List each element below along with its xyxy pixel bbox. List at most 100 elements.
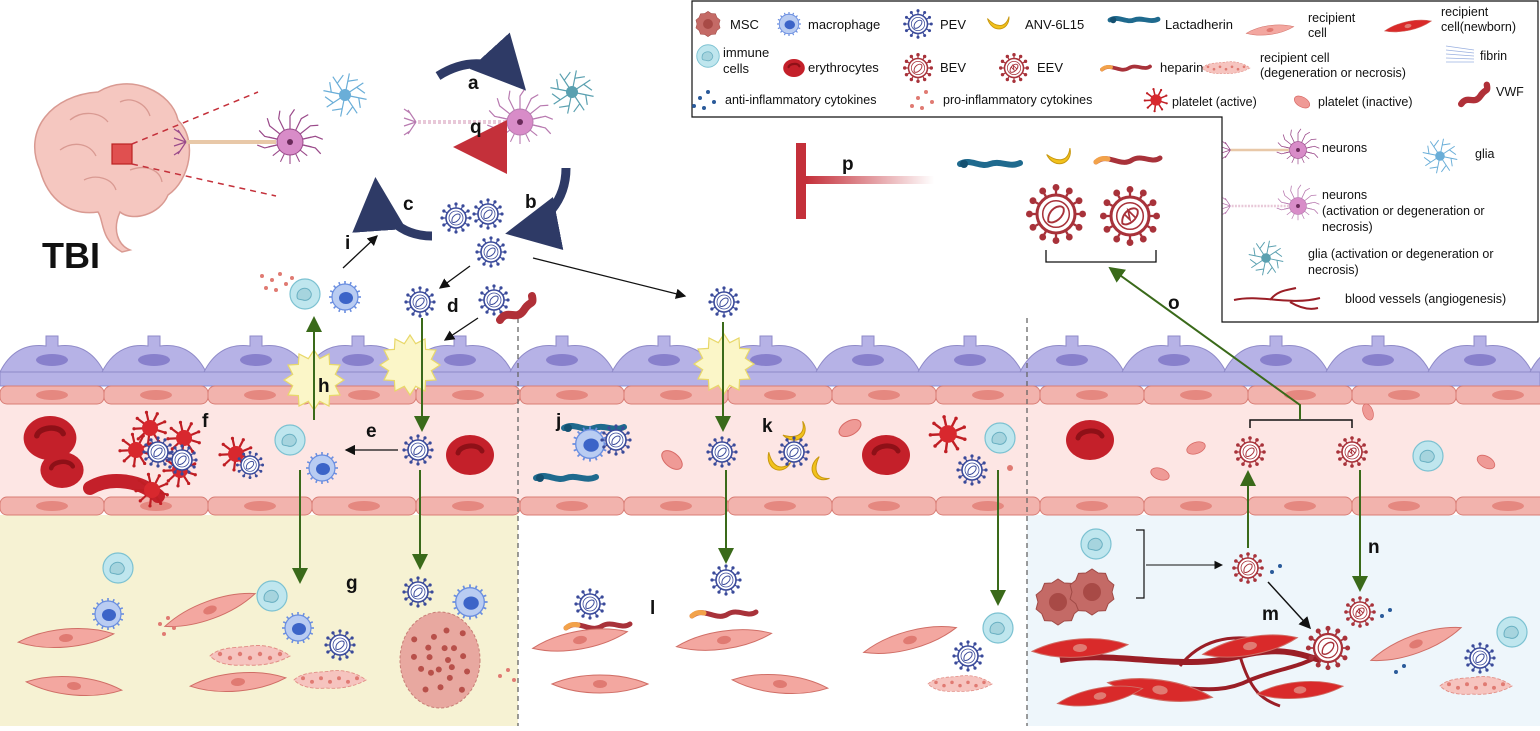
- platelet-inactive: [1150, 467, 1170, 481]
- recipient-cell: [1369, 626, 1463, 662]
- eev-vesicle: [998, 52, 1030, 84]
- endothelial-cell: [519, 496, 625, 516]
- label-f: f: [202, 411, 209, 432]
- astrocyte-foot: [1121, 335, 1227, 373]
- astrocyte-foot: [203, 335, 309, 373]
- endothelial-cell: [935, 496, 1041, 516]
- lactadherin: [561, 423, 627, 432]
- glia: [1422, 138, 1458, 174]
- endothelial-cell: [1247, 496, 1353, 516]
- pev-vesicle: [324, 629, 356, 661]
- platelet-inactive: [1476, 454, 1496, 470]
- blood-vessel-icon: [1233, 287, 1321, 310]
- flow-arrows: [292, 235, 1368, 630]
- legend-icons: [692, 9, 1491, 310]
- platelet-inactive: [1186, 441, 1206, 455]
- astrocyte-foot: [0, 335, 105, 373]
- heparin: [1100, 64, 1152, 72]
- legend-degen-1: recipient cell: [1260, 51, 1329, 65]
- pev-vesicle: [1464, 642, 1496, 674]
- msc: [695, 11, 721, 37]
- endothelial-cell: [415, 385, 521, 405]
- erythrocyte: [23, 416, 77, 460]
- recipient-cell: [675, 629, 773, 651]
- legend-recipient-newborn-2: cell(newborn): [1441, 20, 1516, 34]
- anti-inflammatory-cytokines: [692, 90, 716, 110]
- glia-healthy-icon: [323, 73, 367, 117]
- anti-inflammatory-cytokines: [1380, 608, 1392, 618]
- pev-vesicle: [402, 434, 434, 466]
- macrophage: [282, 612, 314, 644]
- anti-inflammatory-cytokines: [1270, 564, 1282, 574]
- endothelial-cell: [727, 385, 833, 405]
- immune-cell: [274, 424, 306, 456]
- legend-erythrocytes: erythrocytes: [808, 60, 879, 75]
- recipient-cell: [531, 628, 629, 652]
- arrow-to-d2: [443, 317, 479, 341]
- endothelial-cell: [623, 496, 729, 516]
- immune-cell: [102, 552, 134, 584]
- anv-6l15: [986, 16, 1010, 30]
- endothelial-cell: [415, 496, 521, 516]
- immune-cell: [289, 278, 321, 310]
- endothelial-cell: [103, 496, 209, 516]
- bev-vesicle: [1025, 183, 1087, 245]
- pev-vesicle: [166, 444, 198, 476]
- recipient-degenerating: [209, 645, 291, 666]
- heparin: [563, 621, 633, 631]
- pev-vesicle: [142, 436, 174, 468]
- pev-vesicle: [475, 236, 507, 268]
- glia: [1248, 240, 1284, 276]
- legend-pev: PEV: [940, 17, 966, 32]
- astrocyte-foot: [1529, 356, 1540, 373]
- immune-cell: [696, 44, 720, 68]
- pev-vesicle: [235, 450, 265, 480]
- legend-eev: EEV: [1037, 60, 1063, 75]
- platelet-active: [928, 415, 967, 454]
- legend-anv: ANV-6L15: [1025, 17, 1084, 32]
- bev-vesicle: [902, 52, 934, 84]
- lactadherin: [957, 159, 1023, 168]
- recipient-cell: [163, 592, 257, 628]
- arrow-c: [352, 177, 433, 241]
- immune-cell: [1496, 616, 1528, 648]
- arrow-o: [1108, 266, 1301, 420]
- cytokine-dot: [1007, 465, 1013, 471]
- endothelial-cell: [311, 496, 417, 516]
- inhibition-bar-p: [796, 143, 806, 219]
- platelet-inactive: [661, 450, 683, 470]
- erythrocyte: [783, 59, 805, 77]
- endothelial-cell: [1247, 385, 1353, 405]
- immune-cell: [1080, 528, 1112, 560]
- newborn-cell: [1383, 19, 1433, 33]
- vessel-lumen: [0, 395, 1540, 505]
- label-m: m: [1262, 604, 1279, 625]
- pev-vesicle: [956, 454, 988, 486]
- legend-vwf: VWF: [1496, 85, 1524, 99]
- pev-vesicle: [952, 640, 984, 672]
- erythrocyte: [1066, 420, 1114, 460]
- legend-frame: [691, 0, 1539, 323]
- label-j: j: [555, 411, 561, 432]
- endothelial-cell: [1455, 385, 1540, 405]
- arrow-a: [435, 32, 527, 91]
- endothelial-cell: [831, 496, 937, 516]
- platelet-active: [134, 472, 169, 508]
- bev-vesicle: [1234, 436, 1266, 468]
- pev-vesicle: [440, 202, 472, 234]
- label-h: h: [318, 376, 330, 397]
- macrophage: [92, 598, 124, 630]
- pev-vesicle: [472, 198, 504, 230]
- legend-macrophage: macrophage: [808, 17, 880, 32]
- label-l: l: [650, 598, 655, 619]
- endothelial-cell: [1143, 385, 1249, 405]
- pev-vesicle: [404, 286, 436, 318]
- label-k: k: [762, 416, 773, 437]
- recipient-degenerating: [293, 670, 367, 689]
- legend-neurons: neurons: [1322, 141, 1367, 155]
- glia-damaged-icon: [550, 70, 594, 114]
- vwf: [1457, 81, 1491, 108]
- label-b: b: [525, 192, 537, 213]
- legend-neurons-degen-2: (activation or degeneration or: [1322, 204, 1485, 218]
- macrophage: [306, 452, 338, 484]
